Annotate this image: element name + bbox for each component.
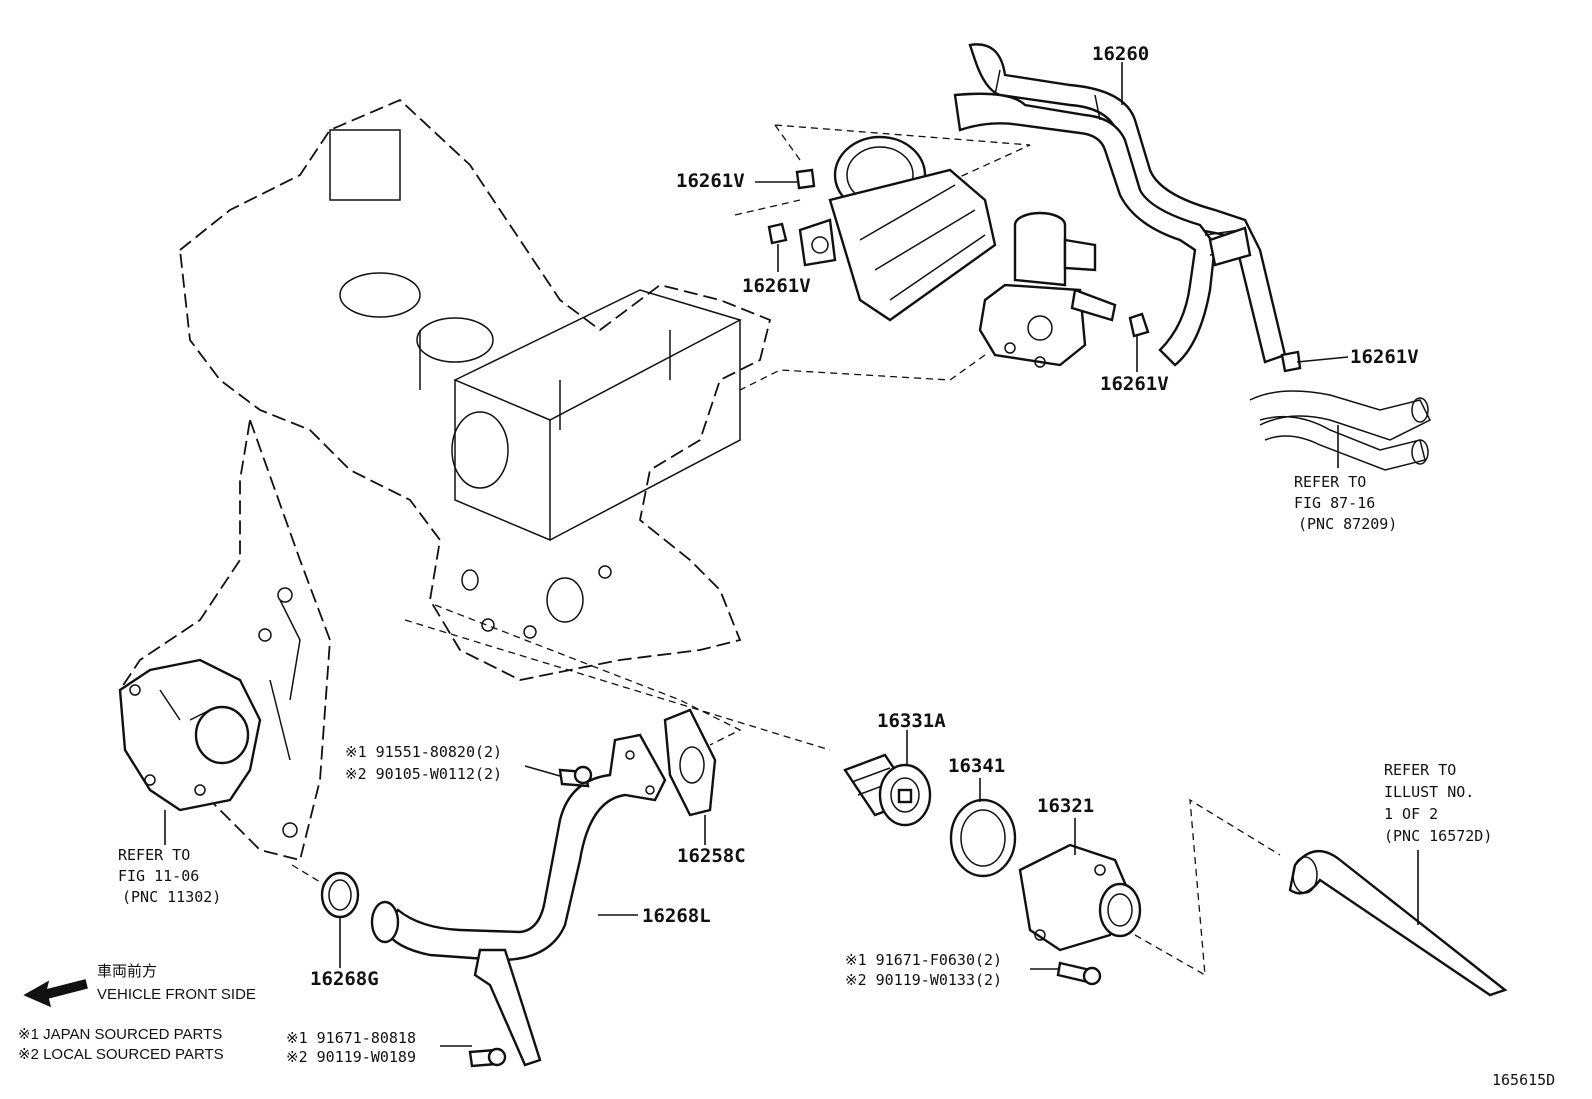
label-16331a: 16331A: [877, 710, 946, 732]
ref-illust-line3: 1 OF 2: [1384, 805, 1438, 823]
clamps-16261v: [767, 168, 1302, 373]
front-side-jp: 車両前方: [97, 963, 157, 980]
ref-11-line1: REFER TO: [118, 846, 190, 864]
hose-16260: [953, 43, 1287, 367]
label-16260: 16260: [1092, 43, 1149, 65]
bolt-note-1: ※1 91551-80820(2) ※2 90105-W0112(2): [345, 743, 502, 783]
label-16261v-a: 16261V: [676, 170, 745, 192]
label-16321: 16321: [1037, 795, 1094, 817]
bolt-3-local: ※2 90119-W0189: [286, 1048, 416, 1066]
leader-lines: [164, 62, 1419, 1047]
source-legend: ※1 JAPAN SOURCED PARTS ※2 LOCAL SOURCED …: [18, 1026, 224, 1063]
bolts: [468, 765, 1102, 1068]
bolt-note-3: ※1 91671-80818 ※2 90119-W0189: [286, 1029, 416, 1066]
ref-87-line3: (PNC 87209): [1298, 515, 1397, 533]
label-16268l: 16268L: [642, 905, 711, 927]
direction-legend: 車両前方 VEHICLE FRONT SIDE: [23, 963, 256, 1008]
water-inlet-16321: [1018, 843, 1142, 952]
water-pump-housing: [118, 658, 262, 812]
ref-87-line2: FIG 87-16: [1294, 494, 1375, 512]
ref-illust-line2: ILLUST NO.: [1384, 783, 1474, 801]
heater-hose-reference: [1249, 390, 1432, 471]
label-16258c: 16258C: [677, 845, 746, 867]
bolt-2-local: ※2 90119-W0133(2): [845, 971, 1002, 989]
label-16261v-c: 16261V: [1100, 373, 1169, 395]
ref-11-line2: FIG 11-06: [118, 867, 199, 885]
throttle-body: [798, 135, 997, 322]
ref-87-line1: REFER TO: [1294, 473, 1366, 491]
o-ring-16268g: [320, 871, 360, 919]
figure-number: 165615D: [1492, 1071, 1555, 1089]
water-pipe-16268l: [370, 733, 667, 1067]
ref-illust-no: REFER TO ILLUST NO. 1 OF 2 (PNC 16572D): [1384, 761, 1492, 845]
radiator-hose-reference: [1288, 850, 1508, 997]
gasket-16341: [949, 798, 1017, 878]
assembly-dashed-lines: [291, 124, 1281, 977]
front-side-en: VEHICLE FRONT SIDE: [97, 986, 256, 1003]
ref-illust-line4: (PNC 16572D): [1384, 827, 1492, 845]
ref-11-line3: (PNC 11302): [122, 888, 221, 906]
thermostat-16331a: [843, 753, 932, 827]
bolt-3-japan: ※1 91671-80818: [286, 1029, 416, 1047]
front-arrow-icon: [23, 979, 88, 1008]
label-16341: 16341: [948, 755, 1005, 777]
engine-block-illustration: [118, 98, 772, 862]
bolt-note-2: ※1 91671-F0630(2) ※2 90119-W0133(2): [845, 951, 1002, 989]
bolt-2-japan: ※1 91671-F0630(2): [845, 951, 1002, 969]
ref-fig-87-16: REFER TO FIG 87-16 (PNC 87209): [1294, 473, 1397, 533]
legend-japan-sourced: ※1 JAPAN SOURCED PARTS: [18, 1026, 222, 1043]
label-16261v-b: 16261V: [742, 275, 811, 297]
label-16261v-d: 16261V: [1350, 346, 1419, 368]
ref-fig-11-06: REFER TO FIG 11-06 (PNC 11302): [118, 846, 221, 906]
bolt-1-local: ※2 90105-W0112(2): [345, 765, 502, 783]
legend-local-sourced: ※2 LOCAL SOURCED PARTS: [18, 1046, 224, 1063]
ref-illust-line1: REFER TO: [1384, 761, 1456, 779]
gasket-16258c: [663, 708, 717, 817]
label-16268g: 16268G: [310, 968, 379, 990]
egr-valve: [978, 211, 1117, 368]
bolt-1-japan: ※1 91551-80820(2): [345, 743, 502, 761]
